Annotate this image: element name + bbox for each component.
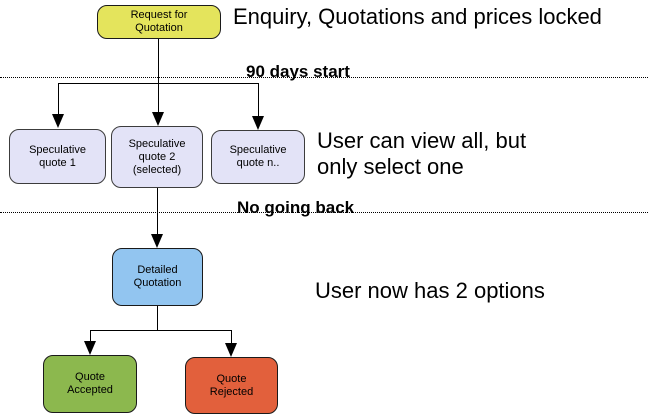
node-speculative-quote-n: Speculative quote n.. [211, 130, 305, 184]
connector-request-stem [158, 39, 159, 83]
annotation-user-can-view-all: User can view all, but only select one [317, 128, 527, 179]
connector-detailed-stem [157, 306, 158, 330]
node-quote-accepted: Quote Accepted [43, 355, 137, 413]
phase-divider-line [0, 212, 648, 213]
node-label: Speculative quote 1 [29, 143, 86, 169]
phase-divider-line [0, 77, 648, 78]
arrowhead-down-icon [225, 343, 237, 357]
arrowhead-down-icon [84, 341, 96, 355]
connector-drop-spec1 [58, 83, 59, 114]
arrowhead-down-icon [52, 114, 64, 128]
connector-branch-bottom [90, 330, 232, 331]
annotation-user-two-options: User now has 2 options [315, 278, 545, 303]
node-speculative-quote-2-selected: Speculative quote 2 (selected) [111, 126, 203, 188]
connector-drop-spec2 [158, 83, 159, 112]
node-detailed-quotation: Detailed Quotation [112, 248, 203, 306]
arrowhead-down-icon [151, 234, 163, 248]
node-quote-rejected: Quote Rejected [185, 357, 278, 414]
connector-drop-spec3 [258, 83, 259, 116]
arrowhead-down-icon [152, 112, 164, 126]
node-label: Quote Accepted [67, 371, 113, 396]
arrowhead-down-icon [252, 116, 264, 130]
divider-label-no-going-back: No going back [237, 198, 355, 217]
node-speculative-quote-1: Speculative quote 1 [9, 129, 106, 184]
annotation-enquiry-prices-locked: Enquiry, Quotations and prices locked [233, 4, 602, 29]
node-request-for-quotation: Request for Quotation [97, 5, 221, 39]
node-label: Detailed Quotation [133, 264, 182, 289]
node-label: Quote Rejected [209, 372, 254, 398]
node-label: Speculative quote n.. [229, 144, 287, 169]
connector-drop-accepted [90, 330, 91, 341]
divider-label-90-days-start: 90 days start [246, 62, 350, 81]
connector-drop-rejected [231, 330, 232, 343]
connector-spec2-detailed [157, 188, 158, 234]
node-label: Request for Quotation [130, 9, 188, 34]
node-label: Speculative quote 2 (selected) [128, 137, 186, 176]
